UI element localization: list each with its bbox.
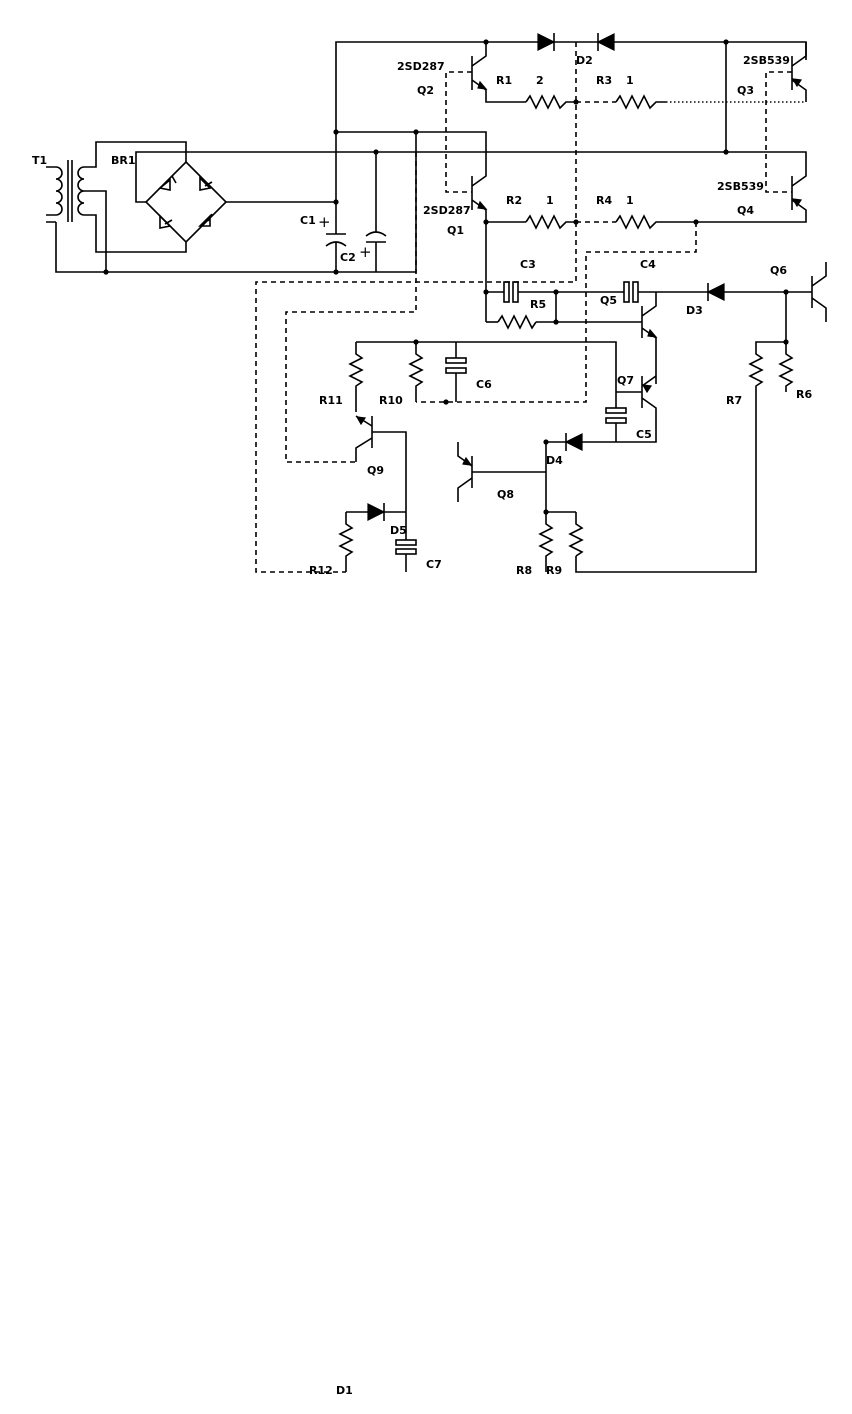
- resistor-r10: [408, 342, 424, 402]
- resistor-r3: [615, 94, 806, 110]
- label-r6: R6: [796, 388, 812, 401]
- label-d1: D1: [336, 1384, 353, 1397]
- resistor-r9: [568, 512, 584, 557]
- resistor-r12: [338, 512, 354, 572]
- label-q2: Q2: [417, 84, 434, 97]
- capacitor-c2: [365, 152, 387, 272]
- bias-rail: [356, 339, 617, 408]
- label-c3: C3: [520, 258, 536, 271]
- capacitor-c4: [623, 281, 639, 303]
- label-r7: R7: [726, 394, 742, 407]
- transistor-q9: [355, 415, 407, 540]
- transistor-q5: [641, 292, 658, 384]
- capacitor-c1: [325, 202, 347, 272]
- label-q6: Q6: [770, 264, 787, 277]
- label-q4-part: 2SB539: [717, 180, 764, 193]
- label-d2: D2: [576, 54, 593, 67]
- resistor-r11: [348, 342, 364, 412]
- transistor-q4: [791, 172, 807, 212]
- transistor-q7: [582, 375, 657, 443]
- label-q3: Q3: [737, 84, 754, 97]
- resistor-r2: [525, 214, 616, 230]
- transistor-q8: [457, 442, 576, 515]
- transistor-q6: [811, 262, 827, 322]
- transformer-t1: [46, 141, 187, 275]
- component-labels: T1 BR1 C1 + C2 + 2SD287 Q2 R1 2 D2 R3 1 …: [32, 54, 812, 1397]
- label-q1: Q1: [447, 224, 464, 237]
- label-c7: C7: [426, 558, 442, 571]
- resistor-r4: [615, 212, 807, 230]
- label-r1: R1: [496, 74, 512, 87]
- label-q7: Q7: [617, 374, 634, 387]
- label-q2-part: 2SD287: [397, 60, 445, 73]
- label-q4: Q4: [737, 204, 754, 217]
- label-c2: C2: [340, 251, 356, 264]
- label-r2-val: 1: [546, 194, 554, 207]
- label-c6: C6: [476, 378, 492, 391]
- transistor-q1: [471, 172, 526, 225]
- diode-d1: [537, 33, 556, 51]
- label-r12: R12: [309, 564, 333, 577]
- transistor-q3: [791, 42, 807, 102]
- label-r11: R11: [319, 394, 343, 407]
- label-c1-plus: +: [318, 213, 331, 231]
- label-d5: D5: [390, 524, 407, 537]
- label-r3-val: 1: [626, 74, 634, 87]
- diode-d3: [706, 283, 725, 301]
- dashed-links: [255, 42, 792, 573]
- label-r10: R10: [379, 394, 403, 407]
- bridge-rectifier-br1: [135, 151, 336, 244]
- capacitor-c7: [395, 539, 417, 572]
- label-q5: Q5: [600, 294, 617, 307]
- label-c4: C4: [640, 258, 656, 271]
- diode-d4: [543, 433, 583, 451]
- label-r9: R9: [546, 564, 562, 577]
- label-r5: R5: [530, 298, 546, 311]
- label-q8: Q8: [497, 488, 514, 501]
- transistor-q2: [471, 42, 526, 103]
- label-q3-part: 2SB539: [743, 54, 790, 67]
- label-br1: BR1: [111, 154, 136, 167]
- resistor-r7: [575, 341, 786, 573]
- label-c5: C5: [636, 428, 652, 441]
- label-d3: D3: [686, 304, 703, 317]
- label-t1: T1: [32, 154, 47, 167]
- label-r4: R4: [596, 194, 612, 207]
- capacitor-c3: [503, 281, 519, 303]
- label-r8: R8: [516, 564, 532, 577]
- label-r1-val: 2: [536, 74, 544, 87]
- label-q9: Q9: [367, 464, 384, 477]
- diode-d2: [596, 33, 615, 51]
- diode-d5: [346, 503, 406, 521]
- label-q1-part: 2SD287: [423, 204, 471, 217]
- capacitor-c6: [445, 342, 467, 402]
- label-c1: C1: [300, 214, 316, 227]
- resistor-r5: [497, 314, 537, 330]
- resistor-r8: [538, 512, 554, 572]
- label-d4: D4: [546, 454, 563, 467]
- driver-wires: [483, 222, 812, 325]
- power-wires: [55, 39, 807, 275]
- label-r3: R3: [596, 74, 612, 87]
- capacitor-c5: [605, 407, 627, 442]
- label-r4-val: 1: [626, 194, 634, 207]
- resistor-r1: [525, 94, 616, 110]
- label-r2: R2: [506, 194, 522, 207]
- label-c2-plus: +: [359, 243, 372, 261]
